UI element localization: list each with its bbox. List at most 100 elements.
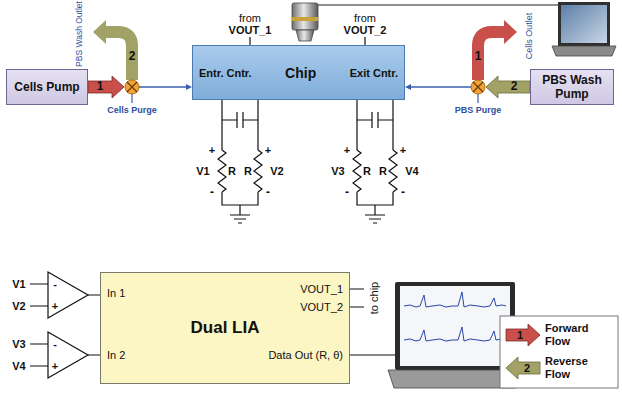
label-text: VOUT_1 bbox=[229, 24, 272, 36]
node-text: Chip bbox=[285, 65, 316, 81]
label-text: - bbox=[266, 186, 270, 199]
label-text: + bbox=[209, 144, 215, 156]
legend-arrow bbox=[506, 324, 540, 346]
label-text: V3 bbox=[331, 165, 344, 177]
valve-body bbox=[125, 80, 139, 94]
laptop-screen bbox=[561, 5, 607, 43]
node-text: In 1 bbox=[107, 287, 125, 299]
wire bbox=[30, 284, 100, 306]
purge-line bbox=[131, 94, 132, 103]
label-text: V1 bbox=[196, 165, 209, 177]
label-text: from bbox=[354, 12, 376, 24]
arrow-head bbox=[93, 20, 106, 44]
resistor-symbol bbox=[353, 150, 361, 192]
valve-cross bbox=[473, 82, 483, 92]
label-text: R bbox=[379, 165, 387, 177]
label-text: + bbox=[265, 144, 271, 156]
resistor-symbol bbox=[254, 150, 262, 192]
chip-box: Entr. Cntr. Chip Exit Cntr. bbox=[192, 45, 405, 100]
wire bbox=[357, 100, 393, 150]
capacitor-symbol bbox=[357, 112, 393, 128]
node-text: VOUT_1 bbox=[300, 283, 343, 295]
label-text: V4 bbox=[12, 360, 25, 372]
label-text: - bbox=[345, 186, 349, 199]
label-text: V3 bbox=[12, 338, 25, 350]
label-text: V2 bbox=[270, 165, 283, 177]
resistor-symbol bbox=[218, 150, 226, 192]
flow-arrow bbox=[486, 76, 530, 98]
wire bbox=[222, 100, 258, 150]
signal-trace bbox=[404, 327, 506, 341]
op-amp bbox=[30, 272, 100, 318]
lia-box: In 1VOUT_1VOUT_2Dual LIAIn 2Data Out (R,… bbox=[100, 272, 350, 384]
label-text: - bbox=[53, 278, 57, 290]
wire bbox=[364, 37, 365, 45]
label-text: + bbox=[52, 360, 58, 372]
arrow-head bbox=[405, 84, 411, 90]
laptop-screen bbox=[400, 286, 510, 366]
rc-network bbox=[353, 100, 397, 223]
label-text: - bbox=[401, 186, 405, 199]
valve-cross bbox=[127, 82, 137, 92]
label-text: 2 bbox=[129, 50, 136, 63]
flow-arrow bbox=[88, 76, 124, 98]
laptop-base bbox=[552, 46, 616, 56]
label-text: to chip bbox=[368, 282, 380, 314]
signal-trace bbox=[404, 292, 506, 307]
label-text: V1 bbox=[12, 278, 25, 290]
valve-symbol bbox=[125, 80, 139, 94]
label-text: - bbox=[210, 186, 214, 199]
outlet-arrow bbox=[106, 32, 132, 80]
legend-text: Reverse Flow bbox=[545, 355, 605, 381]
ground-symbol bbox=[230, 215, 250, 223]
label-text: R bbox=[244, 165, 252, 177]
label-text: V2 bbox=[12, 300, 25, 312]
laptop-frame bbox=[558, 2, 610, 46]
wire bbox=[357, 192, 393, 215]
op-amp bbox=[30, 332, 100, 378]
edge-label: 2 bbox=[511, 80, 518, 93]
pump-box: PBS Wash Pump bbox=[530, 69, 614, 105]
ground-symbol bbox=[365, 215, 385, 223]
node-text: Dual LIA bbox=[101, 318, 349, 338]
op-amp-symbol bbox=[48, 332, 88, 378]
label-text: Cells Purge bbox=[107, 106, 157, 116]
valve-symbol bbox=[471, 80, 485, 94]
label-text: Cells Outlet bbox=[525, 13, 535, 60]
label-text: R bbox=[228, 165, 236, 177]
label-text: + bbox=[52, 300, 58, 312]
edge-label: 1 bbox=[97, 80, 104, 93]
node-text: Exit Cntr. bbox=[350, 67, 398, 79]
legend-arrow bbox=[506, 357, 540, 379]
label-text: R bbox=[363, 165, 371, 177]
tubing-line bbox=[411, 86, 471, 87]
node-text: Entr. Cntr. bbox=[199, 67, 252, 79]
wire bbox=[249, 37, 250, 45]
microscope-body bbox=[292, 3, 318, 30]
signal-line bbox=[318, 4, 558, 5]
tubing-line bbox=[139, 86, 186, 87]
pump-box: Cells Pump bbox=[6, 69, 88, 105]
label-text: from bbox=[239, 12, 261, 24]
label-text: + bbox=[344, 144, 350, 156]
laptop-frame bbox=[395, 282, 515, 370]
purge-line bbox=[477, 94, 478, 103]
label-text: 1 bbox=[517, 329, 523, 341]
label-text: V4 bbox=[405, 165, 418, 177]
legend-box bbox=[500, 316, 618, 388]
label-text: PBS Purge bbox=[455, 106, 502, 116]
rc-network bbox=[218, 100, 262, 223]
label-text: PBS Wash Outlet bbox=[75, 1, 84, 67]
label-text: + bbox=[400, 144, 406, 156]
label-text: - bbox=[53, 338, 57, 350]
capacitor-symbol bbox=[222, 112, 258, 128]
arrow-head bbox=[504, 20, 517, 44]
node-text: VOUT_2 bbox=[300, 301, 343, 313]
node-text: PBS Wash Pump bbox=[535, 73, 609, 101]
node-text: In 2 bbox=[107, 349, 125, 361]
resistor-symbol bbox=[389, 150, 397, 192]
op-amp-symbol bbox=[48, 272, 88, 318]
legend-text: Forward Flow bbox=[545, 322, 605, 348]
label-text: 1 bbox=[475, 50, 482, 63]
